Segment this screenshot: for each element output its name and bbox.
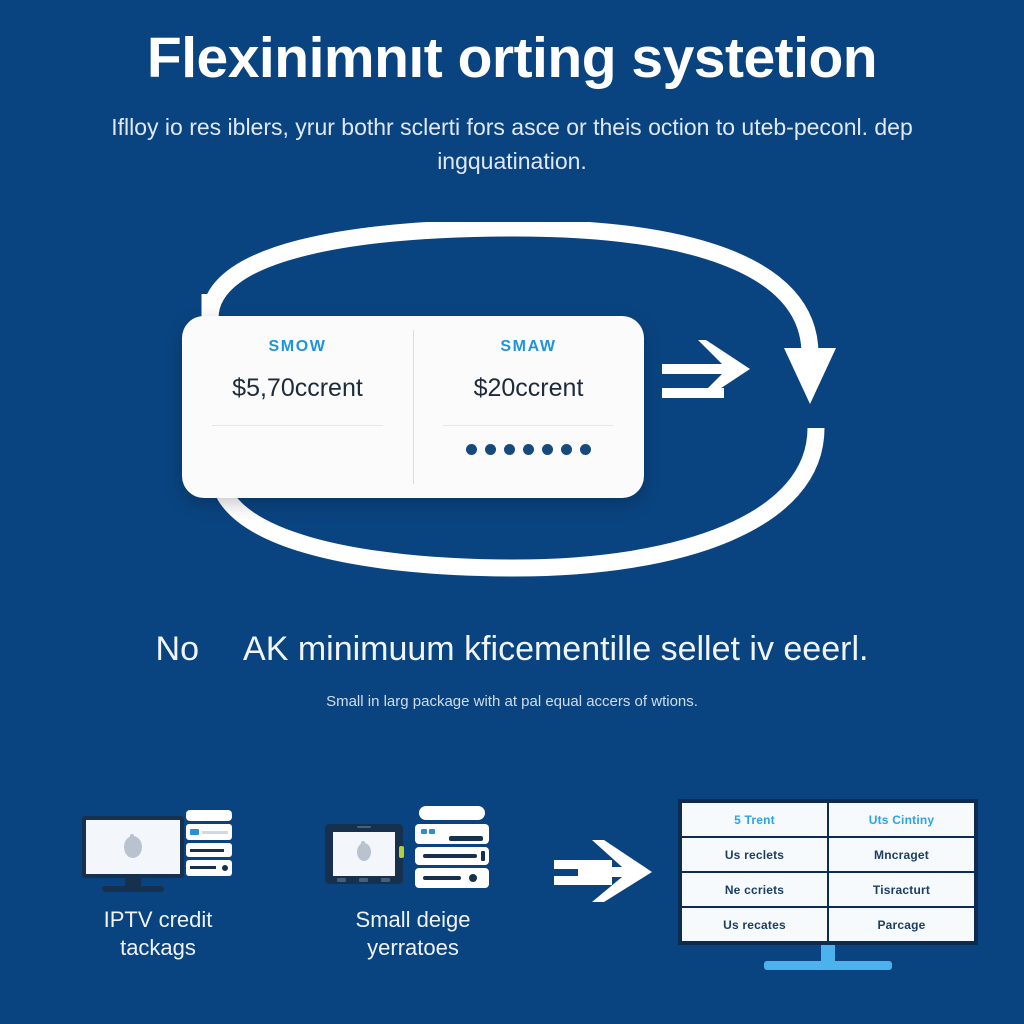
price-column-1[interactable]: SMOW $5,70ccrent [182, 316, 413, 498]
table-row[interactable]: Us recates Parcage [682, 908, 974, 941]
table-row[interactable]: Ne ccriets Tisracturt [682, 873, 974, 906]
dot [542, 444, 553, 455]
table-header-cell-1: 5 Trent [682, 803, 827, 836]
dots-row-2 [466, 444, 591, 455]
header-block: Flexinimnıt orting systetion Iflloy io r… [0, 26, 1024, 178]
dot [580, 444, 591, 455]
table-cell: Ne ccriets [682, 873, 827, 906]
double-line-right-arrow-icon [662, 340, 750, 398]
table-cell: Us reclets [682, 838, 827, 871]
divider-line-1 [212, 425, 383, 426]
price-card[interactable]: SMOW $5,70ccrent SMAW $20ccrent [182, 316, 644, 498]
table-header-cell-2: Uts Cintiny [829, 803, 974, 836]
flow-label-2: Small deige yerratoes [355, 907, 471, 960]
mid-section: No AK minimuum kficementille sellet iv ee… [0, 630, 1024, 710]
divider-line-2 [443, 425, 614, 426]
mid-subtext: Small in larg package with at pal equal … [326, 693, 698, 711]
comparison-table-wrap: 5 Trent Uts Cintiny Us reclets Mncraget … [678, 799, 978, 977]
table-cell: Parcage [829, 908, 974, 941]
flow-section: IPTV credit tackags [0, 790, 1024, 1000]
brand-label-1: SMOW [268, 338, 327, 355]
flow-item-2[interactable]: Small deige yerratoes [300, 798, 526, 961]
page-title: Flexinimnıt orting systetion [146, 26, 878, 90]
tablet-and-server-stack-icon [300, 798, 526, 894]
mid-heading-lead: No [155, 630, 200, 668]
page-subtitle: Iflloy io res iblers, yrur bothr sclerti… [111, 113, 913, 174]
circular-recycle-loop-icon [201, 222, 836, 577]
brand-label-2: SMAW [500, 338, 557, 355]
table-row[interactable]: Us reclets Mncraget [682, 838, 974, 871]
flow-item-1[interactable]: IPTV credit tackags [52, 798, 264, 961]
stand-base [764, 961, 892, 970]
desktop-monitor-and-documents-icon [52, 798, 264, 894]
price-value-1: $5,70ccrent [232, 374, 363, 402]
table-header-row: 5 Trent Uts Cintiny [682, 803, 974, 836]
comparison-table[interactable]: 5 Trent Uts Cintiny Us reclets Mncraget … [678, 799, 978, 945]
flow-label-1: IPTV credit tackags [103, 907, 213, 960]
dot [561, 444, 572, 455]
flow-arrow [548, 838, 660, 909]
table-stand-icon [678, 945, 978, 977]
table-cell: Tisracturt [829, 873, 974, 906]
dot [485, 444, 496, 455]
table-cell: Us recates [682, 908, 827, 941]
mid-heading-rest: AK minimuum kficementille sellet iv eeer… [243, 630, 869, 668]
price-column-2[interactable]: SMAW $20ccrent [413, 316, 644, 498]
double-line-right-arrow-icon [554, 840, 652, 902]
mid-heading: No AK minimuum kficementille sellet iv ee… [0, 630, 1024, 669]
table-cell: Mncraget [829, 838, 974, 871]
dot [523, 444, 534, 455]
dot [504, 444, 515, 455]
cycle-section: SMOW $5,70ccrent SMAW $20ccrent [170, 222, 860, 594]
price-value-2: $20ccrent [473, 374, 584, 402]
dot [466, 444, 477, 455]
